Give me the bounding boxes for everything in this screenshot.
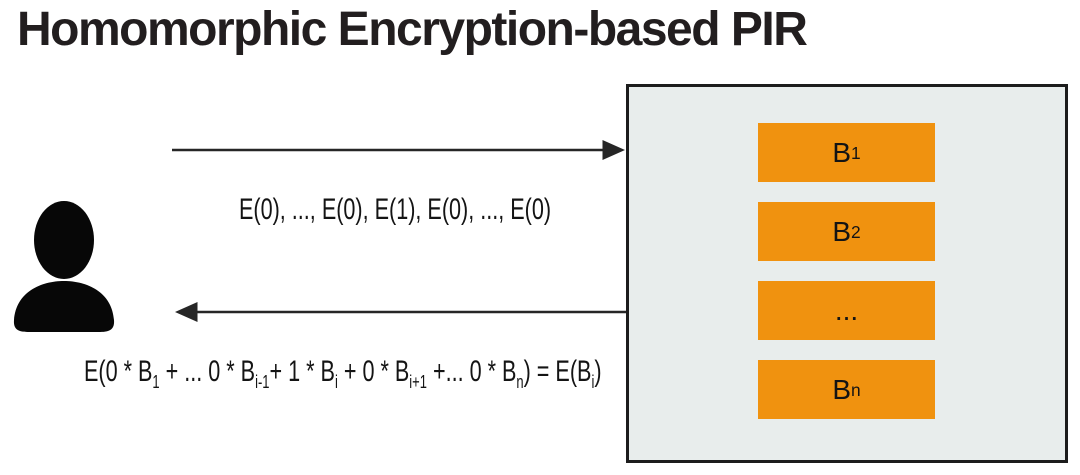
page-title: Homomorphic Encryption-based PIR bbox=[17, 3, 808, 56]
database-block: ... bbox=[758, 281, 935, 340]
query-ciphertext-label: E(0), ..., E(0), E(1), E(0), ..., E(0) bbox=[239, 193, 552, 226]
query-arrow-right bbox=[172, 140, 625, 160]
response-formula-label: E(0 * B1 + ... 0 * Bi-1+ 1 * Bi + 0 * Bi… bbox=[84, 355, 602, 392]
response-arrow-left bbox=[175, 302, 630, 322]
person-silhouette-icon bbox=[9, 201, 119, 333]
